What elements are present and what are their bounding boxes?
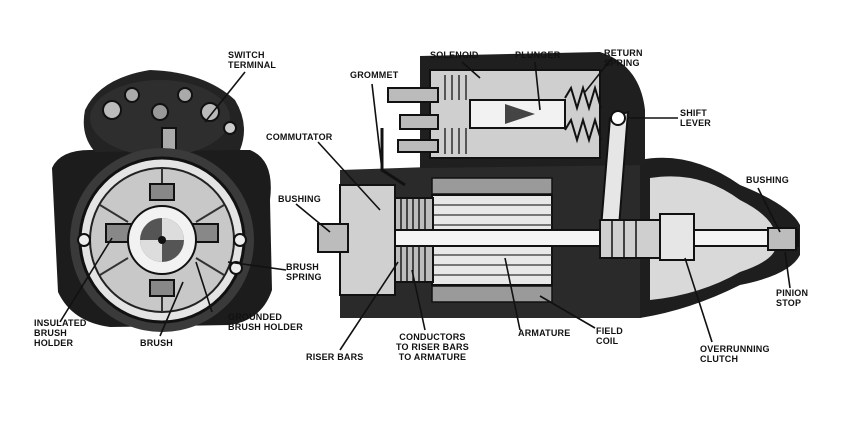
leader-lines — [59, 57, 791, 351]
end-view-illustration — [52, 70, 272, 332]
label-riser-bars: RISER BARS — [306, 352, 364, 362]
label-grounded-brush-holder: GROUNDED BRUSH HOLDER — [228, 312, 303, 332]
label-bushing-right: BUSHING — [746, 175, 789, 185]
label-commutator: COMMUTATOR — [266, 132, 333, 142]
label-armature: ARMATURE — [518, 328, 571, 338]
label-overrunning-clutch: OVERRUNNING CLUTCH — [700, 344, 770, 364]
label-insulated-brush-holder: INSULATED BRUSH HOLDER — [34, 318, 87, 348]
label-field-coil: FIELD COIL — [596, 326, 623, 346]
label-brush: BRUSH — [140, 338, 174, 348]
cutaway-illustration — [317, 52, 800, 318]
label-grommet: GROMMET — [350, 70, 399, 80]
label-pinion-stop: PINION STOP — [776, 288, 809, 308]
label-plunger: PLUNGER — [515, 50, 561, 60]
label-solenoid: SOLENOID — [430, 50, 479, 60]
label-brush-spring: BRUSH SPRING — [286, 262, 322, 282]
label-conductors: CONDUCTORS TO RISER BARS TO ARMATURE — [396, 332, 469, 362]
label-shift-lever: SHIFT LEVER — [680, 108, 712, 128]
label-return-spring: RETURN SPRING — [604, 48, 643, 68]
label-bushing-left: BUSHING — [278, 194, 321, 204]
label-switch-terminal: SWITCH TERMINAL — [228, 50, 277, 70]
